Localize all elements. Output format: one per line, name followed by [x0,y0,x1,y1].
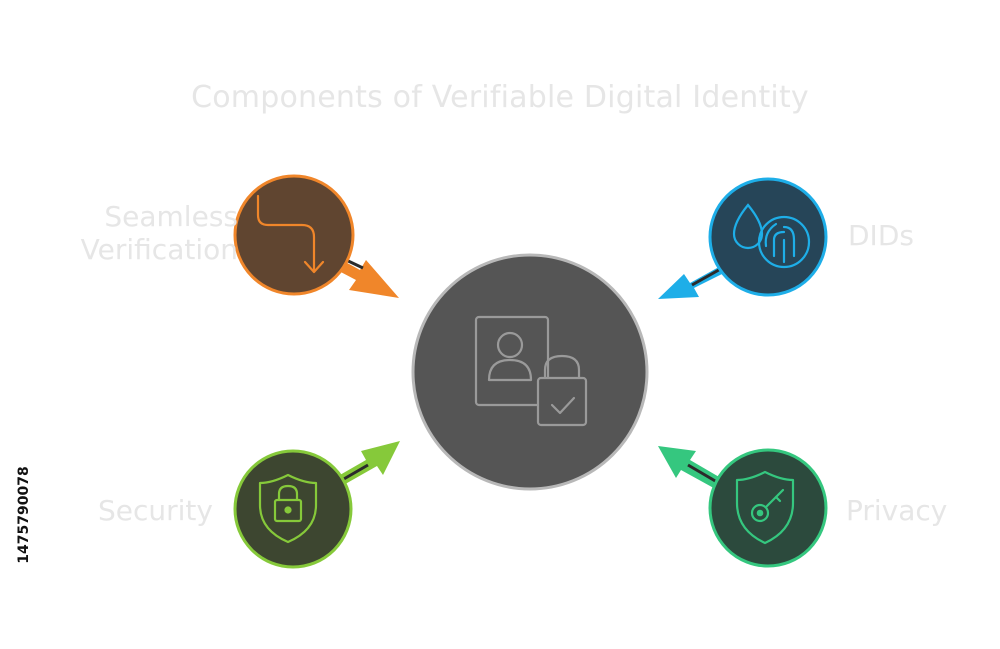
dids-node [658,177,828,299]
center-hub [411,253,649,491]
identity-lock-icon [474,315,588,427]
fingerprint-drop-icon [732,203,811,269]
label-seamless-line1: Seamless [104,200,238,233]
label-privacy: Privacy [846,494,948,527]
label-security: Security [98,494,213,527]
diagram-title: Components of Verifiable Digital Identit… [191,80,809,115]
privacy-node [658,446,828,568]
shield-key-icon [735,470,795,545]
seamless-verification-node [233,174,399,298]
security-node [233,441,400,569]
label-seamless-verification: Seamless Verification [48,200,238,266]
label-dids: DIDs [848,219,914,252]
shield-lock-icon [258,473,318,544]
stock-image-id: 1475790078 [13,405,35,625]
stock-image-id-text: 1475790078 [16,466,32,564]
route-arrow-icon [256,194,325,274]
label-seamless-line2: Verification [80,233,238,266]
